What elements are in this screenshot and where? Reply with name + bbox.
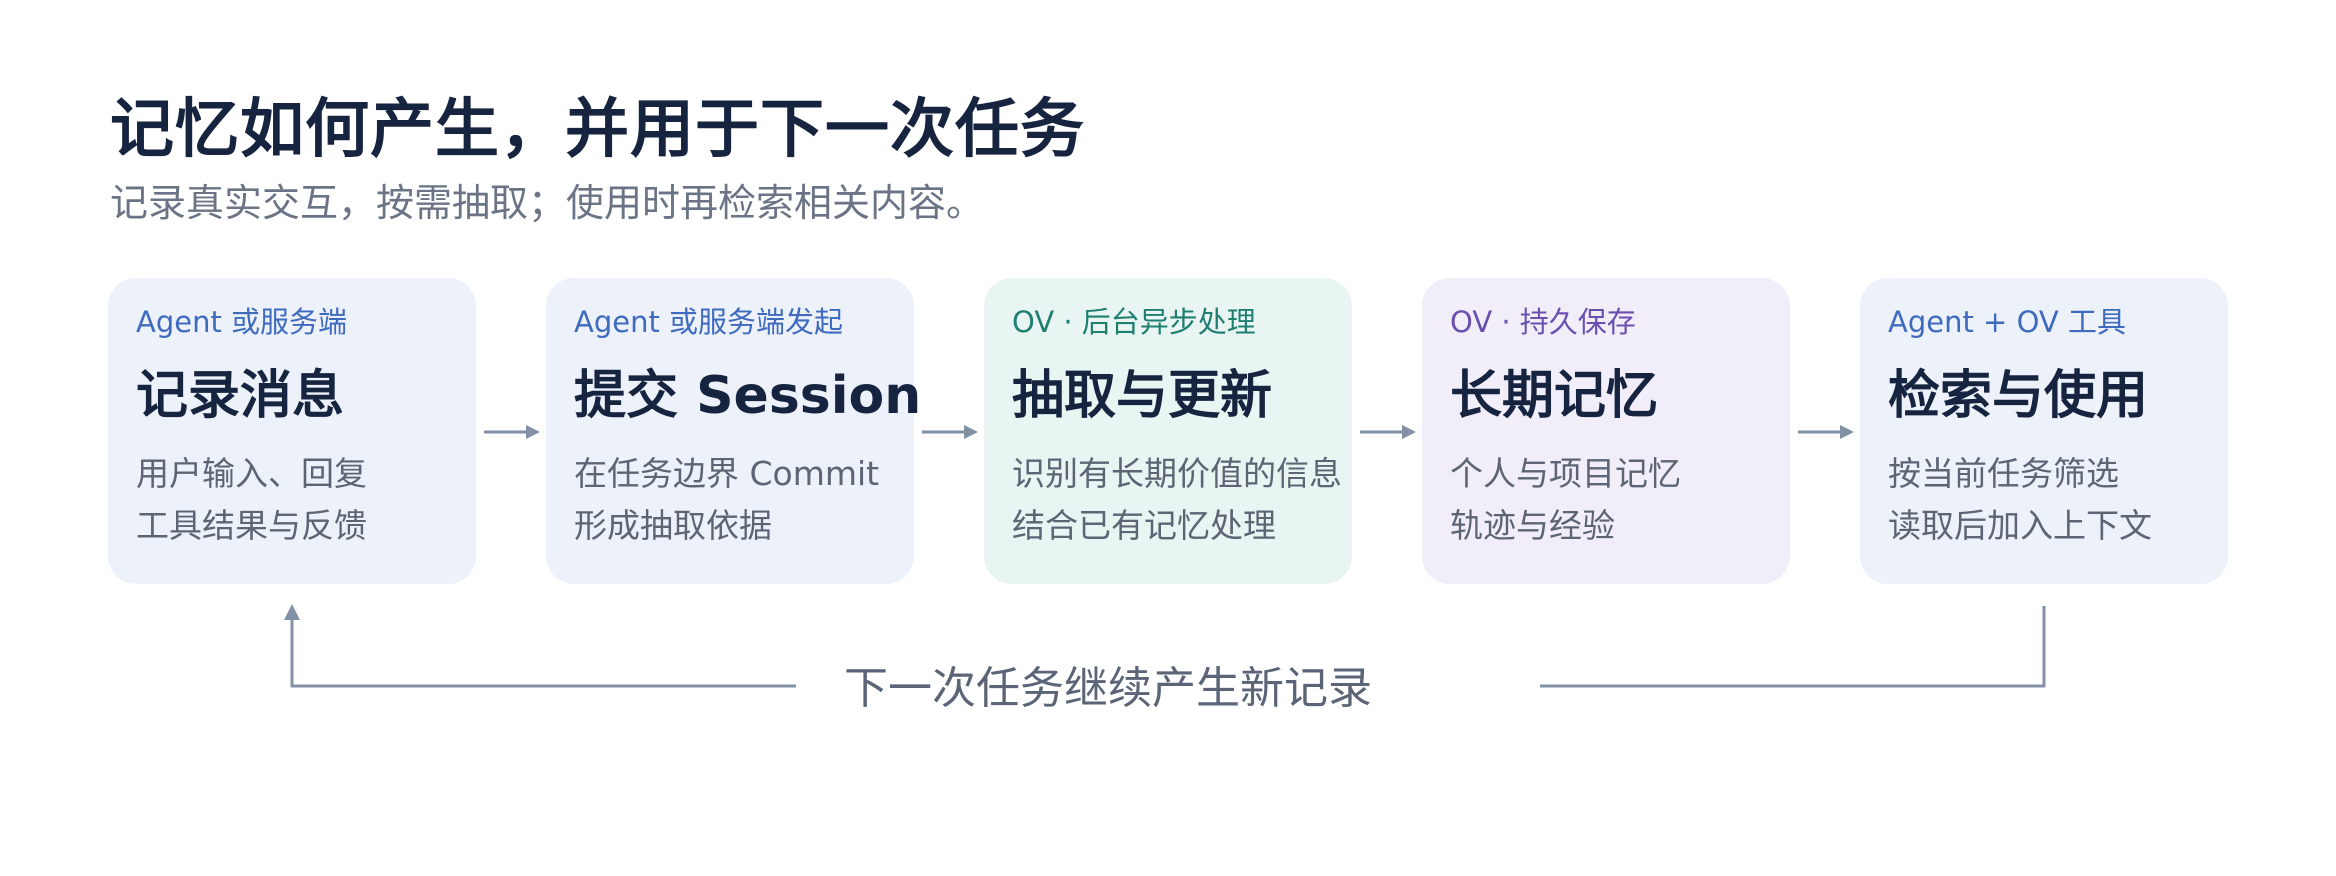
step-actor-label: Agent 或服务端发起 — [574, 305, 844, 339]
step-card-retrieve-use: Agent + OV 工具 检索与使用 按当前任务筛选 读取后加入上下文 — [1860, 278, 2228, 584]
feedback-loop-line-right — [1540, 606, 2046, 688]
step-description-line: 在任务边界 Commit — [574, 454, 880, 493]
flow-arrow-icon — [484, 425, 540, 439]
flow-arrow-icon — [922, 425, 978, 439]
feedback-loop-label: 下一次任务继续产生新记录 — [844, 663, 1372, 714]
step-description-line: 用户输入、回复 — [136, 454, 367, 493]
step-title: 记录消息 — [136, 366, 345, 426]
step-card-long-term-memory: OV · 持久保存 长期记忆 个人与项目记忆 轨迹与经验 — [1422, 278, 1790, 584]
loop-arrowhead-icon — [284, 604, 300, 620]
step-title: 提交 Session — [574, 366, 922, 426]
step-card-submit-session: Agent 或服务端发起 提交 Session 在任务边界 Commit 形成抽… — [546, 278, 922, 584]
step-card-record-messages: Agent 或服务端 记录消息 用户输入、回复 工具结果与反馈 — [108, 278, 476, 584]
step-actor-label: OV · 后台异步处理 — [1012, 305, 1256, 339]
page-subtitle: 记录真实交互，按需抽取；使用时再检索相关内容。 — [110, 181, 985, 225]
step-description-line: 形成抽取依据 — [574, 506, 772, 545]
step-title: 长期记忆 — [1450, 366, 1659, 426]
flow-arrow-icon — [1798, 425, 1854, 439]
step-title: 检索与使用 — [1888, 366, 2149, 426]
step-title: 抽取与更新 — [1012, 366, 1273, 426]
step-card-extract-update: OV · 后台异步处理 抽取与更新 识别有长期价值的信息 结合已有记忆处理 — [984, 278, 1352, 584]
step-description-line: 轨迹与经验 — [1450, 506, 1615, 545]
step-description-line: 按当前任务筛选 — [1888, 454, 2119, 493]
step-description-line: 个人与项目记忆 — [1450, 454, 1681, 493]
page-title: 记忆如何产生，并用于下一次任务 — [110, 93, 1085, 167]
step-description-line: 工具结果与反馈 — [136, 506, 367, 545]
feedback-loop-line-left — [290, 616, 796, 688]
step-description-line: 识别有长期价值的信息 — [1012, 454, 1342, 493]
flow-arrow-icon — [1360, 425, 1416, 439]
step-actor-label: Agent 或服务端 — [136, 305, 348, 339]
step-description-line: 读取后加入上下文 — [1888, 506, 2152, 545]
step-description-line: 结合已有记忆处理 — [1012, 506, 1276, 545]
step-actor-label: Agent + OV 工具 — [1888, 305, 2126, 339]
step-actor-label: OV · 持久保存 — [1450, 305, 1636, 339]
